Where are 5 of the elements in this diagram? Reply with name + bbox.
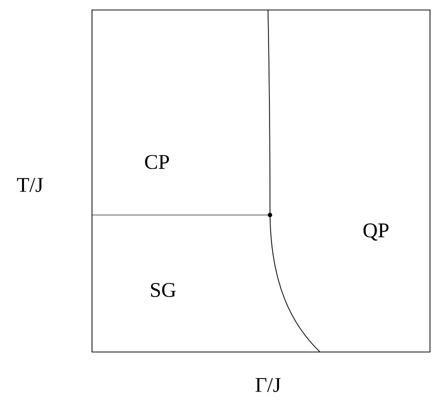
region-label: SG: [151, 282, 176, 298]
region-label: QP: [363, 223, 389, 241]
region-label: CP: [145, 154, 169, 170]
axis-label: Γ/J: [256, 378, 281, 392]
axis-label: T/J: [17, 178, 43, 192]
